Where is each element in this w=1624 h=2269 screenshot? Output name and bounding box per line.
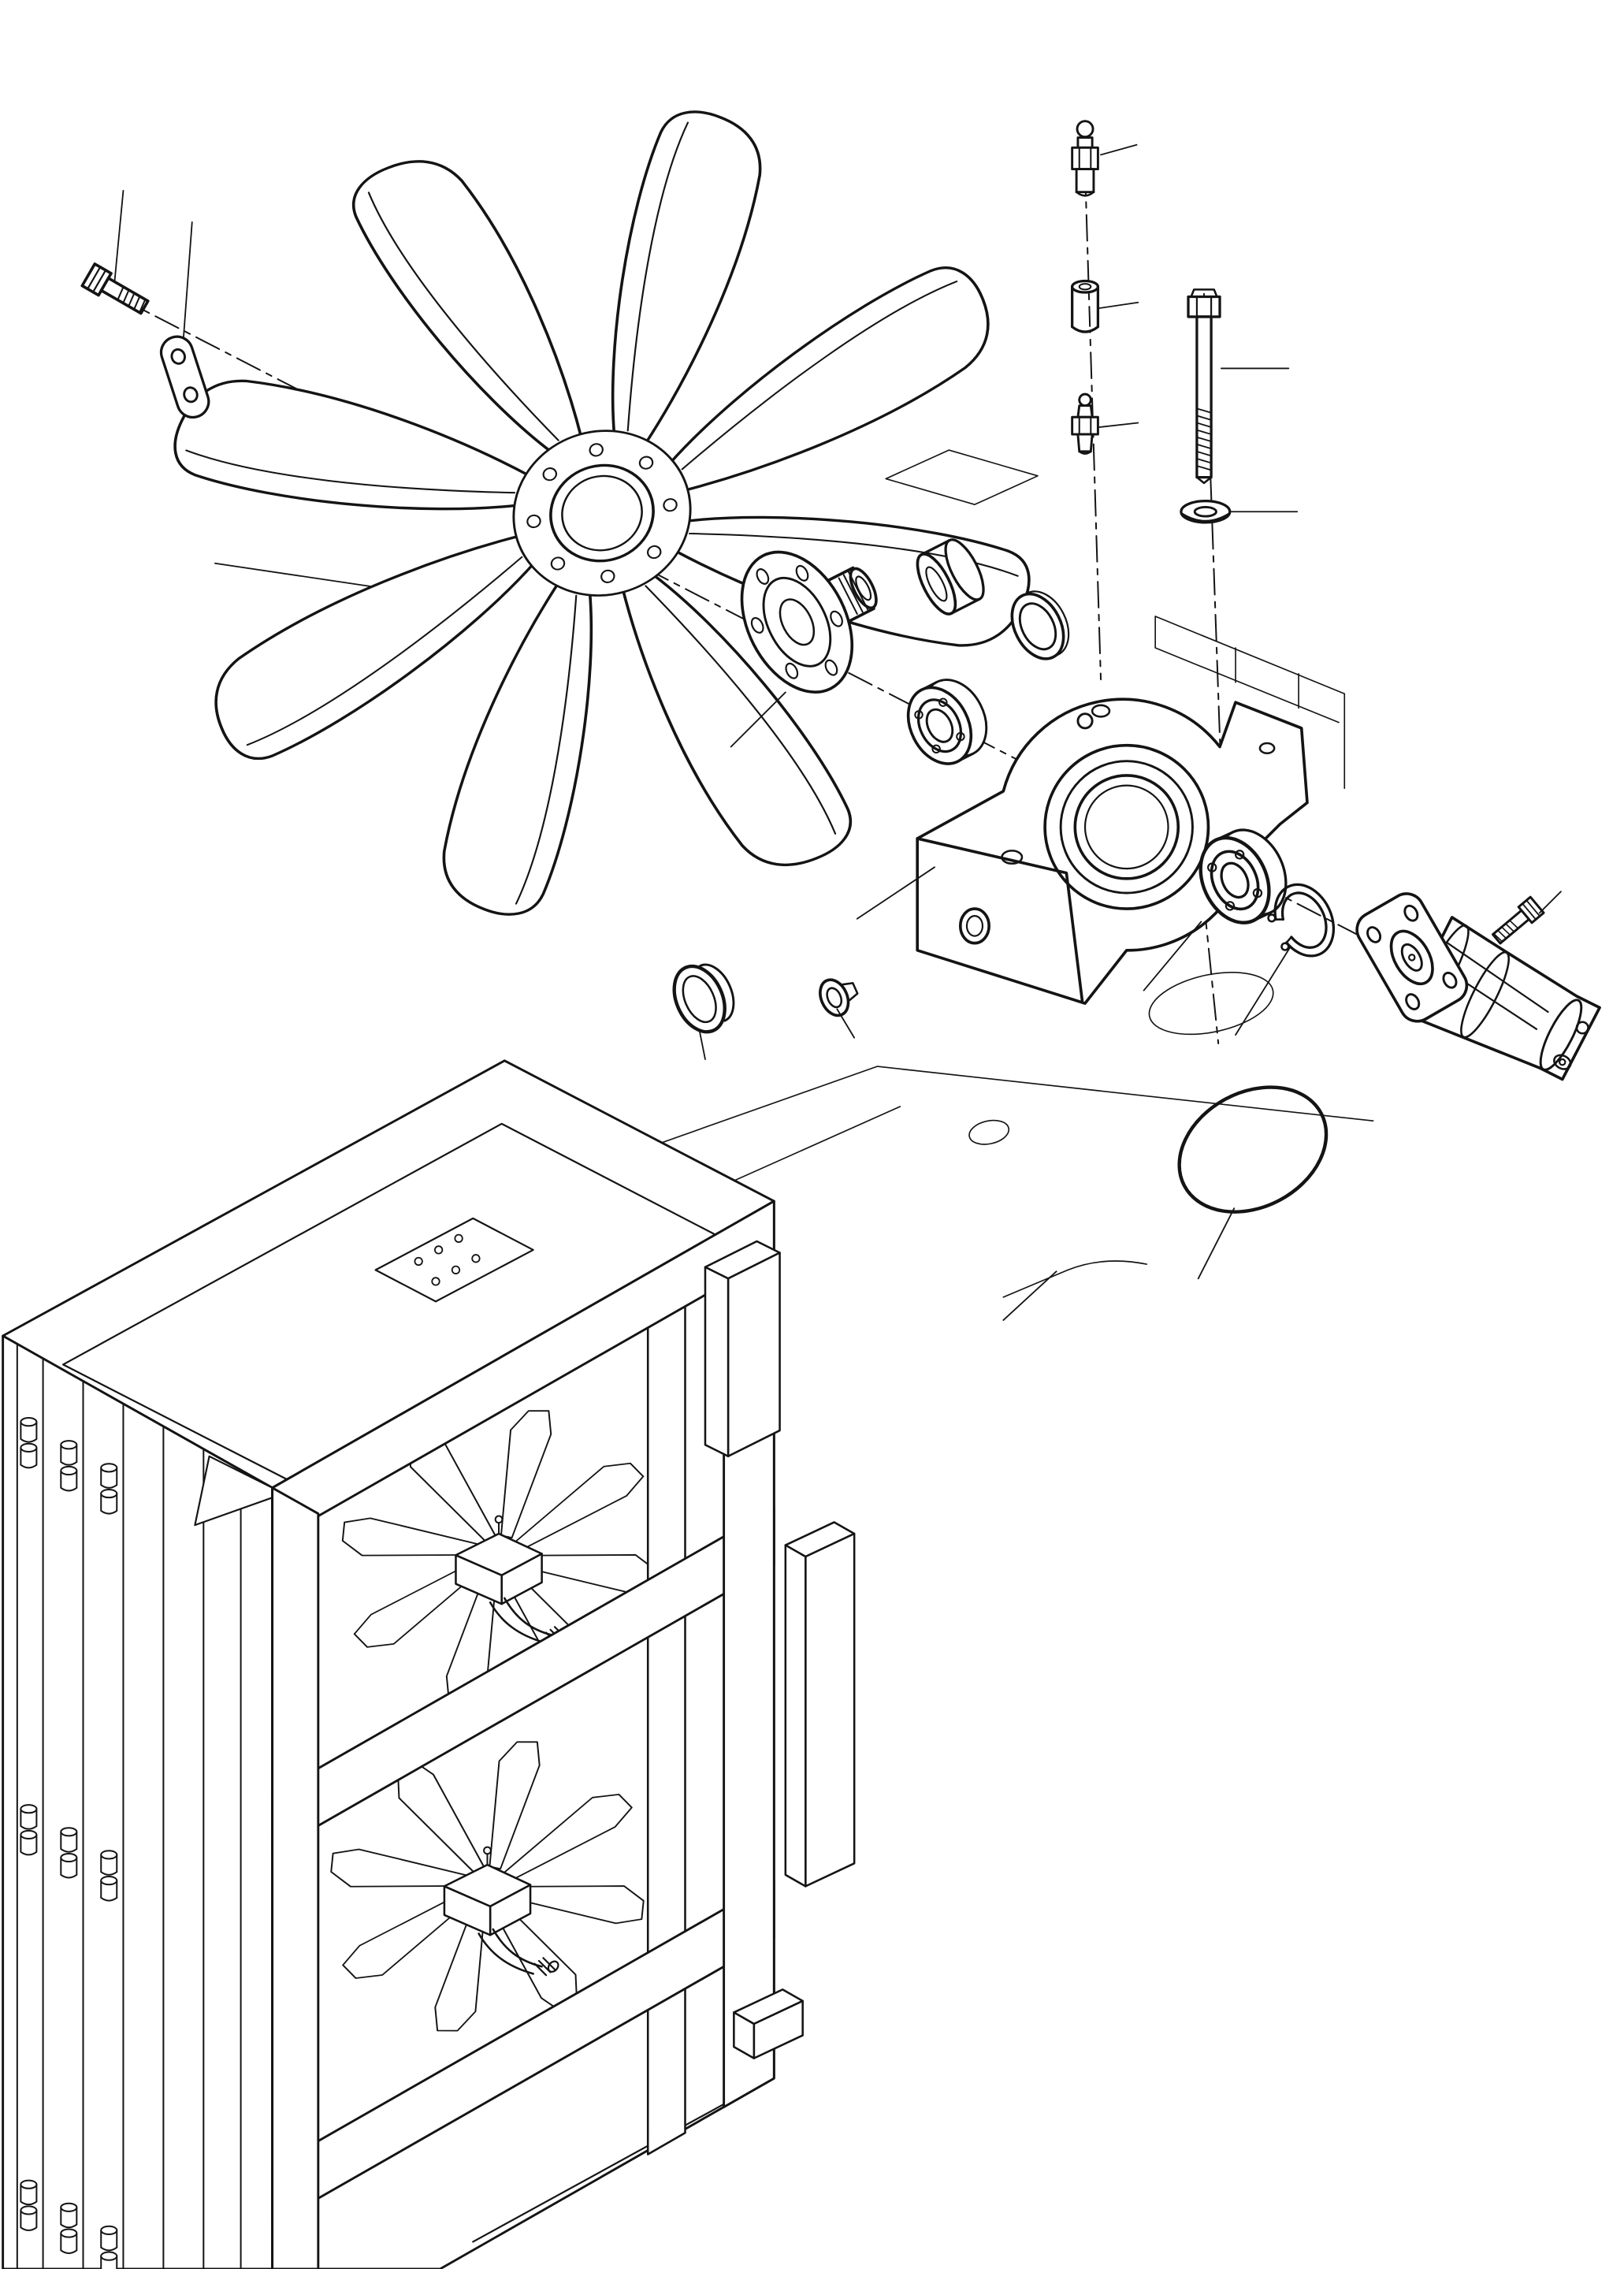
plug-screw: [819, 978, 859, 1017]
spacer-sleeve: [1071, 279, 1100, 333]
grease-fitting: [1071, 392, 1099, 455]
frame-members: [271, 1200, 775, 2269]
cooling-fan: [163, 102, 1041, 924]
cover-cap: [672, 963, 735, 1034]
frame-corner-gusset: [194, 1455, 285, 1527]
flat-washer: [1180, 499, 1232, 524]
seal-ring: [1010, 590, 1070, 660]
fan-hub-flange: [740, 550, 878, 694]
frame-fan-lower: [322, 1735, 652, 2038]
frame-fan-upper-motor: [455, 1515, 571, 1646]
rear-ball-bearing: [1198, 828, 1288, 924]
frame-core-left-face: [2, 1334, 274, 2269]
front-ball-bearing: [906, 679, 988, 765]
phantom-bracket: [1154, 616, 1346, 790]
frame-fan-upper: [334, 1404, 663, 1707]
spacer-bushing: [916, 538, 985, 616]
hex-bolt-small: [80, 262, 153, 320]
hydraulic-fan-motor: [1355, 892, 1601, 1081]
frame-side-bars: [704, 1240, 856, 2059]
snap-ring: [1267, 883, 1336, 958]
breather-fitting: [1071, 120, 1099, 197]
radiator-frame: [2, 1059, 856, 2269]
flange-bolt-holes: [750, 564, 843, 679]
frame-fan-lower-motor: [443, 1846, 559, 1977]
o-ring: [1177, 1085, 1329, 1214]
bearing-housing: [916, 697, 1309, 1005]
motor-mounting-flange: [1355, 892, 1469, 1023]
fan-hub-bolt-holes: [526, 443, 678, 583]
lock-plate: [159, 335, 210, 419]
hex-bolt-long: [1187, 288, 1221, 485]
frame-hole-plate: [374, 1217, 534, 1303]
flange-bolt: [1488, 895, 1545, 948]
leader-lines: [113, 143, 1562, 1321]
